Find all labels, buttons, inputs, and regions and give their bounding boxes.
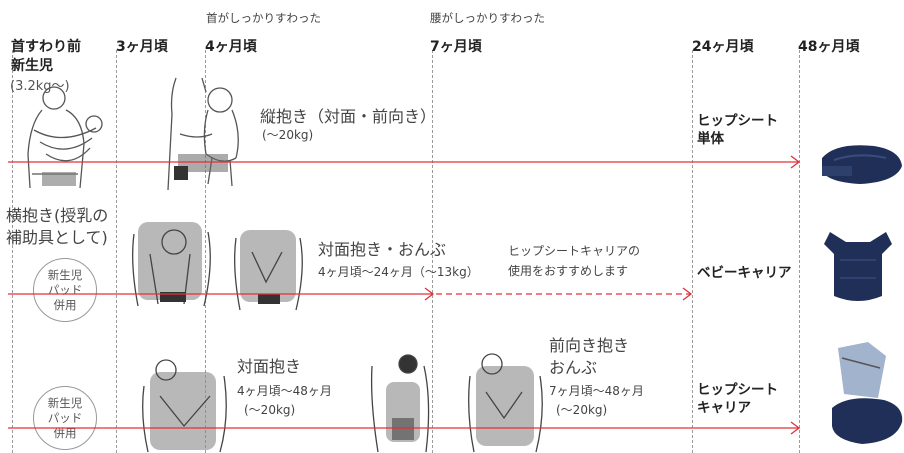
vertical-hold-illustration — [167, 77, 239, 191]
row1-label: 縦抱き（対面・前向き） — [260, 107, 437, 126]
row2-label: 対面抱き・おんぶ — [318, 240, 447, 259]
milestone-waist: 腰がしっかりすわった — [430, 11, 545, 25]
row1-product-line1: ヒップシート — [697, 113, 778, 129]
row1-weight: (〜20kg) — [262, 128, 314, 142]
col-48m-label: 48ヶ月頃 — [798, 39, 860, 55]
newborn-cradle-illustration — [27, 86, 103, 189]
row1-product-line2: 単体 — [697, 131, 724, 147]
row3-range-facing: 4ヶ月頃〜48ヶ月 — [237, 384, 332, 398]
hip-seat-product-image — [822, 145, 902, 184]
milestone-neck: 首がしっかりすわった — [206, 11, 321, 25]
col-3m-label: 3ヶ月頃 — [116, 39, 168, 55]
row2-side-label-line1: 横抱き(授乳の — [6, 206, 109, 225]
col-4m-label: 4ヶ月頃 — [205, 39, 257, 55]
row3-label-facing: 対面抱き — [237, 357, 302, 376]
guide-line-24m — [692, 50, 693, 453]
guide-line-48m — [799, 50, 800, 453]
guide-line-newborn — [12, 50, 13, 453]
row3-label-back: おんぶ — [549, 358, 598, 377]
guide-line-3m — [116, 50, 117, 453]
col-newborn-weight: (3.2kg〜) — [10, 79, 70, 94]
baby-carrier-product-image — [824, 232, 892, 301]
row3-label-forward: 前向き抱き — [549, 336, 630, 355]
row3-newborn-pad-badge: 新生児 パッド 併用 — [33, 386, 97, 450]
row2-recommend-line1: ヒップシートキャリアの — [508, 244, 641, 258]
facing-carry-illustration-a — [132, 222, 211, 307]
row2-product: ベビーキャリア — [697, 265, 792, 281]
forward-carry-illustration — [370, 354, 430, 453]
facing-carry-illustration-b — [142, 359, 227, 453]
back-carry-illustration-a — [234, 230, 303, 311]
col-7m-label: 7ヶ月頃 — [430, 39, 482, 55]
back-carry-illustration-b — [468, 353, 543, 453]
row2-range: 4ヶ月頃〜24ヶ月（〜13kg） — [318, 265, 479, 279]
row3-range-forward: 7ヶ月頃〜48ヶ月 — [549, 384, 644, 398]
guide-line-4m — [205, 50, 206, 453]
guide-line-7m — [432, 50, 433, 453]
row2-newborn-pad-badge: 新生児 パッド 併用 — [33, 258, 97, 322]
row2-recommend-line2: 使用をおすすめします — [508, 264, 629, 278]
row3-weight-facing: (〜20kg) — [244, 403, 296, 417]
col-24m-label: 24ヶ月頃 — [692, 39, 754, 55]
col-newborn-sublabel: 新生児 — [11, 58, 53, 74]
row3-product-line1: ヒップシート — [697, 382, 778, 398]
row2-side-label-line2: 補助具として) — [6, 228, 108, 247]
row3-weight-forward: (〜20kg) — [556, 403, 608, 417]
col-newborn-label: 首すわり前 — [11, 39, 81, 55]
row3-product-line2: キャリア — [697, 400, 751, 416]
hip-seat-carrier-product-image — [832, 342, 903, 444]
